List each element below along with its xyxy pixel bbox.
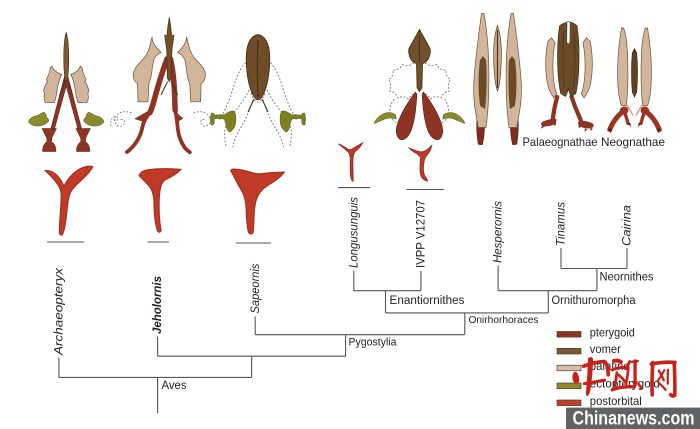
svg-text:Longusunguis: Longusunguis <box>346 197 360 268</box>
svg-text:Archaeopteryx: Archaeopteryx <box>52 267 66 356</box>
svg-text:postorbital: postorbital <box>590 394 642 408</box>
svg-text:vomer: vomer <box>590 342 621 356</box>
svg-text:Cairina: Cairina <box>620 205 634 246</box>
svg-text:Tinamus: Tinamus <box>554 202 568 246</box>
svg-text:Sapeornis: Sapeornis <box>248 264 262 314</box>
svg-text:Enantiornithes: Enantiornithes <box>390 295 465 307</box>
svg-text:Ornithuromorpha: Ornithuromorpha <box>552 295 637 307</box>
svg-text:Onirhorhoraces: Onirhorhoraces <box>469 314 539 326</box>
svg-text:Chinanews.com: Chinanews.com <box>573 409 695 429</box>
svg-text:Neornithes: Neornithes <box>600 272 654 284</box>
svg-text:IVPP V12707: IVPP V12707 <box>414 200 428 268</box>
svg-text:Aves: Aves <box>162 380 187 392</box>
svg-text:Jeholornis: Jeholornis <box>150 276 164 334</box>
svg-text:Palaeognathae: Palaeognathae <box>523 135 598 149</box>
svg-text:pterygoid: pterygoid <box>590 325 635 339</box>
svg-text:Hesperornis: Hesperornis <box>491 201 505 263</box>
svg-text:Neognathae: Neognathae <box>601 135 665 149</box>
svg-text:Pygostylia: Pygostylia <box>349 337 398 349</box>
